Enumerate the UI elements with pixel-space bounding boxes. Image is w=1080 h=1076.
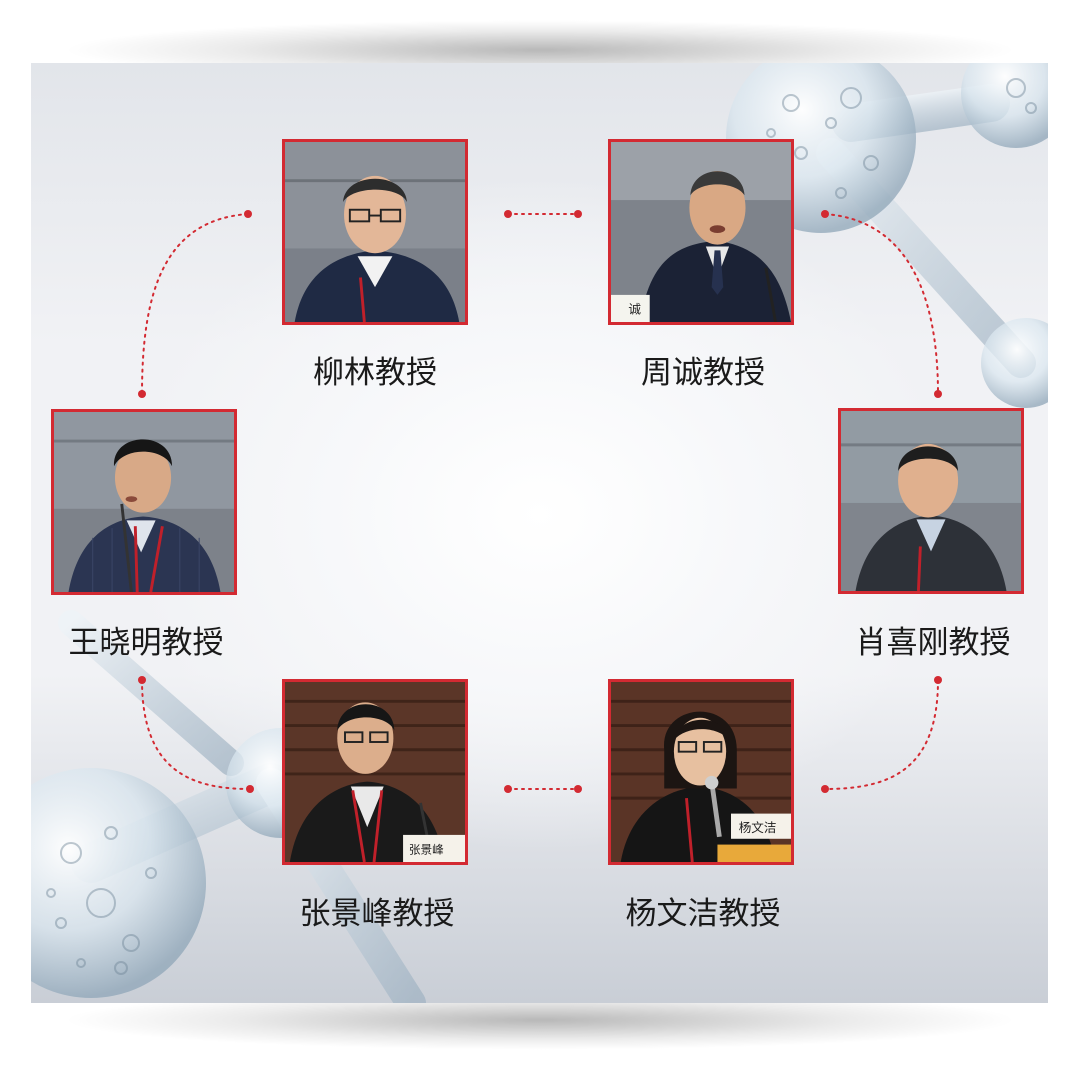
professor-name: 杨文洁教授 — [625, 896, 781, 932]
portrait-man-jacket-icon — [838, 408, 1024, 594]
connector-top-right — [824, 213, 939, 395]
connector-bottom-left — [141, 679, 251, 790]
portrait-man-glasses-lanyard-icon: 张景峰 — [282, 679, 468, 865]
professor-name: 王晓明教授 — [68, 625, 224, 661]
name-placard: 张景峰 — [409, 842, 444, 856]
name-placard: 诚 — [628, 301, 641, 316]
professor-name: 周诚教授 — [641, 355, 765, 391]
professor-name: 肖喜刚教授 — [855, 625, 1011, 661]
portrait-man-speaking-icon — [51, 409, 237, 595]
portrait-older-man-speaking-icon: 诚 — [608, 139, 794, 325]
name-placard: 杨文洁 — [739, 820, 777, 835]
professor-name: 柳林教授 — [313, 355, 437, 391]
portrait-man-glasses-icon — [282, 139, 468, 325]
connector-top-left — [141, 213, 249, 395]
portrait-woman-microphone-icon: 杨文洁 — [608, 679, 794, 865]
connector-bottom-right — [824, 679, 939, 790]
professor-name: 张景峰教授 — [299, 896, 455, 932]
